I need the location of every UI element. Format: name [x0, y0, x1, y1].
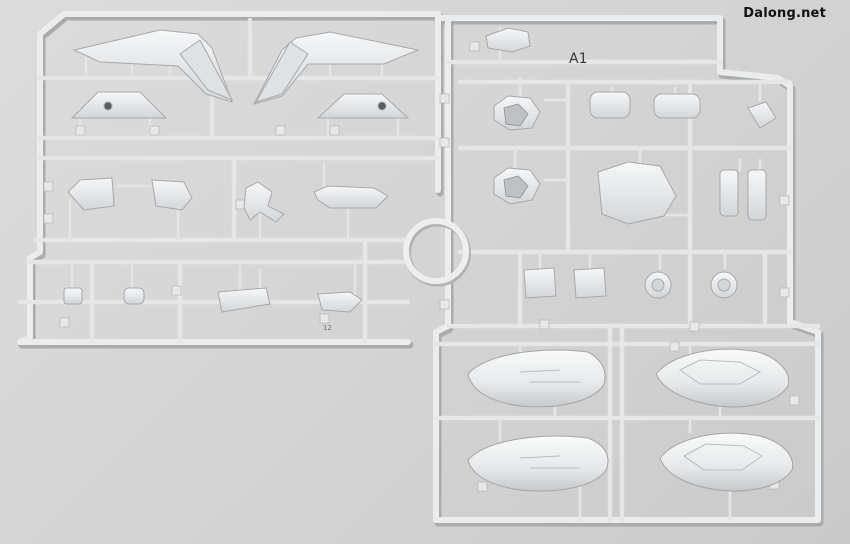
gate-number-tag: 12 — [323, 324, 332, 332]
left-middle-parts — [67, 177, 389, 223]
sprue-frame — [17, 11, 821, 523]
runner-tabs — [43, 41, 800, 492]
pod-panel-lines — [519, 359, 763, 471]
joint-parts — [523, 267, 738, 299]
upper-right-parts — [485, 27, 777, 225]
internal-runners — [17, 17, 821, 523]
central-ring-runner — [403, 218, 471, 287]
watermark-text: Dalong.net — [743, 6, 826, 21]
lower-left-small-parts — [63, 287, 363, 313]
runner-label: A1 — [569, 51, 588, 67]
part-holes — [503, 103, 529, 199]
part-gates — [68, 26, 762, 522]
wing-parts — [72, 29, 420, 105]
pod-parts — [467, 348, 794, 492]
trapezoid-parts — [70, 91, 410, 119]
